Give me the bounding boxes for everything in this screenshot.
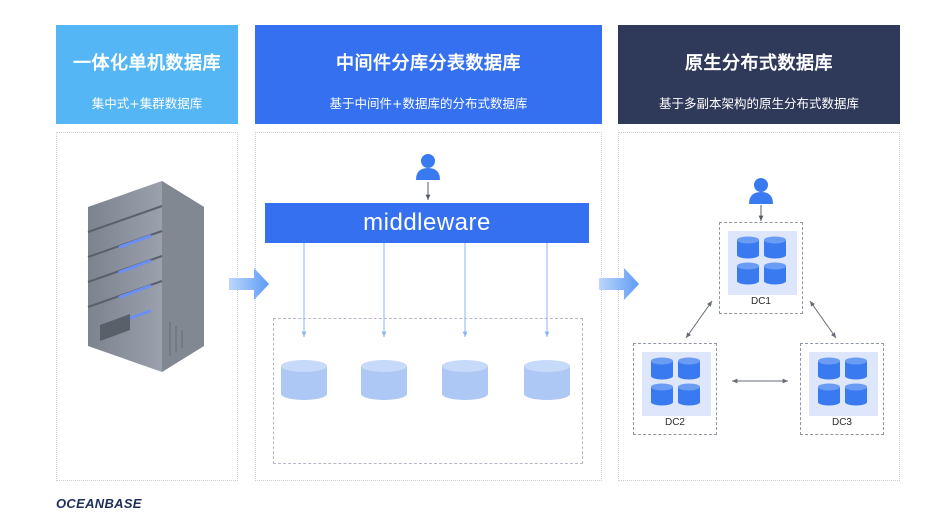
- user-icon: [749, 178, 773, 204]
- database-icon: [818, 383, 840, 406]
- database-icon: [678, 357, 700, 380]
- database-icon: [764, 262, 786, 285]
- dc1-label: DC1: [750, 296, 771, 307]
- database-icon: [651, 357, 673, 380]
- header-native-distributed: 原生分布式数据库 基于多副本架构的原生分布式数据库: [618, 25, 900, 124]
- database-icon: [361, 360, 407, 400]
- database-icon: [845, 383, 867, 406]
- server-rack-icon: [87, 181, 204, 372]
- database-icon: [442, 360, 488, 400]
- database-icon: [651, 383, 673, 406]
- header-title-native: 原生分布式数据库: [685, 53, 833, 74]
- database-shard-zone: [273, 318, 583, 464]
- database-icon: [678, 383, 700, 406]
- header-title-middleware: 中间件分库分表数据库: [336, 53, 521, 74]
- bidirectional-arrow-icon: [685, 300, 713, 339]
- panel-standalone: [56, 132, 238, 481]
- header-subtitle-middleware: 基于中间件+数据库的分布式数据库: [329, 96, 528, 111]
- header-subtitle-standalone: 集中式+集群数据库: [91, 96, 203, 111]
- database-icon: [524, 360, 570, 400]
- header-standalone: 一体化单机数据库 集中式+集群数据库: [56, 25, 238, 124]
- dc2-label: DC2: [664, 417, 685, 428]
- shard-lines: [301, 243, 550, 337]
- panel-middleware: [255, 132, 602, 481]
- header-subtitle-native: 基于多副本架构的原生分布式数据库: [658, 96, 859, 111]
- dc3-label: DC3: [831, 417, 852, 428]
- header-title-standalone: 一体化单机数据库: [73, 53, 221, 74]
- middleware-bar: middleware: [265, 203, 589, 243]
- database-icon: [764, 236, 786, 259]
- dc-database-group: [651, 236, 867, 406]
- user-icon: [416, 154, 440, 180]
- oceanbase-logo: OCEANBASE: [56, 496, 142, 511]
- arrow-right-icon: [229, 268, 269, 300]
- database-icon: [281, 360, 327, 400]
- header-middleware: 中间件分库分表数据库 基于中间件+数据库的分布式数据库: [255, 25, 602, 124]
- bidirectional-arrow-icon: [809, 300, 837, 339]
- database-icon: [845, 357, 867, 380]
- arrow-right-icon: [599, 268, 639, 300]
- database-icon: [818, 357, 840, 380]
- panel-native: [618, 132, 900, 481]
- database-icon: [737, 262, 759, 285]
- database-icon: [737, 236, 759, 259]
